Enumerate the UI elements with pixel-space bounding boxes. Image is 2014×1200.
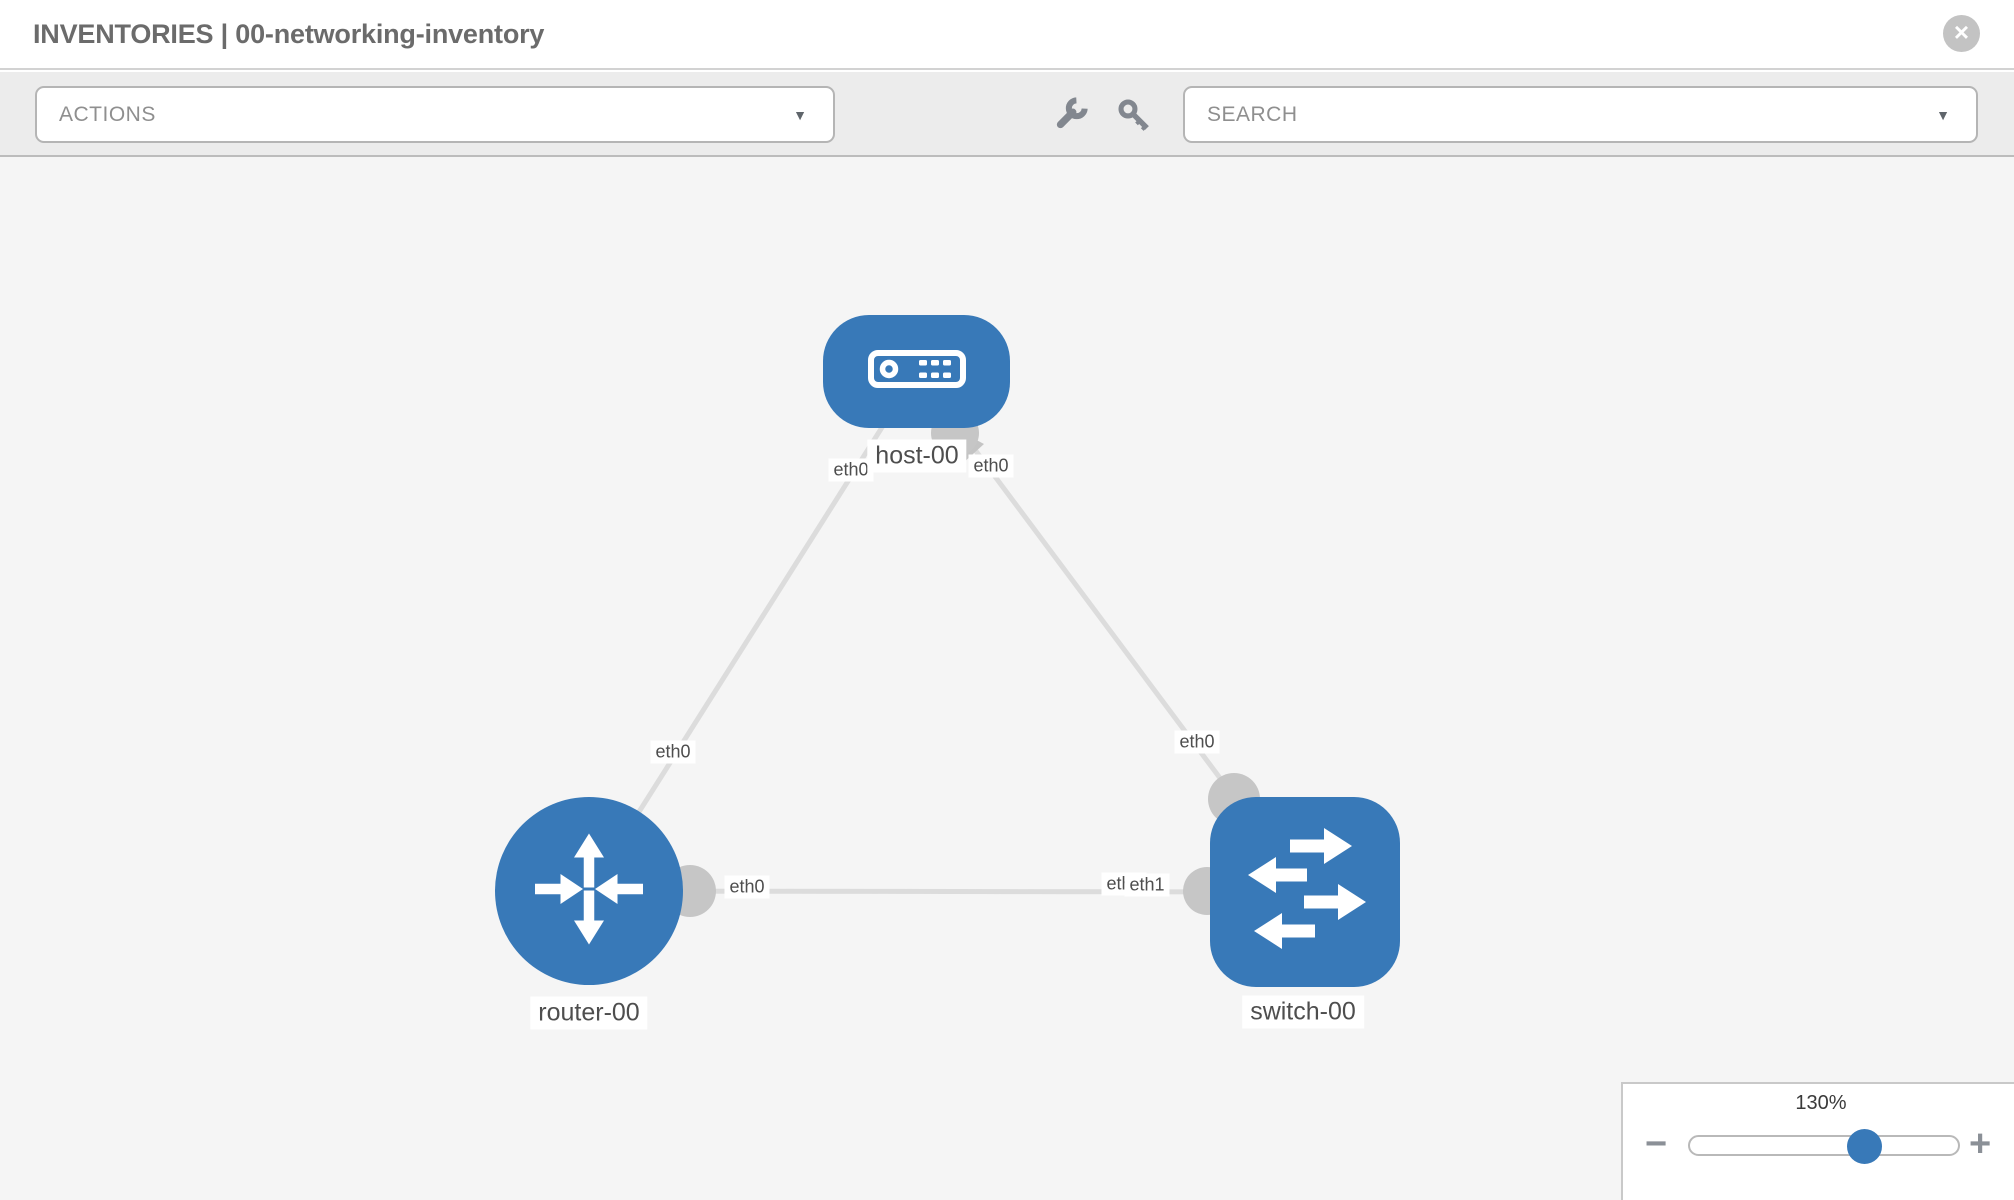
node-label-switch: switch-00 — [1242, 995, 1364, 1029]
switch-arrows-icon — [1210, 795, 1400, 990]
topology-canvas[interactable] — [0, 157, 2014, 1200]
header: INVENTORIES | 00-networking-inventory × — [0, 0, 2014, 70]
zoom-control-panel: 130% − + — [1621, 1082, 2014, 1200]
node-host-00[interactable] — [823, 315, 1010, 428]
zoom-slider-track[interactable] — [1688, 1129, 1960, 1164]
chevron-down-icon: ▼ — [1936, 107, 1950, 123]
search-placeholder: SEARCH — [1207, 103, 1298, 126]
wrench-icon[interactable] — [1050, 96, 1090, 134]
zoom-in-button[interactable]: + — [1969, 1123, 1992, 1165]
zoom-out-button[interactable]: − — [1645, 1123, 1668, 1165]
page-title: INVENTORIES | 00-networking-inventory — [33, 19, 545, 49]
interface-label-switch-eth1: eth1 — [1124, 873, 1170, 897]
chevron-down-icon: ▼ — [793, 107, 807, 123]
node-label-host: host-00 — [867, 439, 967, 473]
actions-dropdown[interactable]: ACTIONS ▼ — [35, 86, 835, 143]
interface-label-switch-eth0-uplink: eth0 — [1174, 730, 1220, 754]
close-button[interactable]: × — [1943, 15, 1980, 52]
node-router-00[interactable] — [495, 797, 683, 985]
search-dropdown[interactable]: SEARCH ▼ — [1183, 86, 1978, 143]
key-icon[interactable] — [1114, 96, 1154, 134]
zoom-slider-thumb[interactable] — [1847, 1129, 1882, 1164]
node-label-router: router-00 — [530, 996, 648, 1030]
node-switch-00[interactable] — [1210, 797, 1400, 987]
zoom-level-value: 130% — [1795, 1092, 1847, 1114]
interface-label-router-eth0-lateral: eth0 — [724, 875, 770, 899]
interface-label-host-eth0-right: eth0 — [968, 454, 1014, 478]
interface-label-host-eth0-left: eth0 — [828, 458, 874, 482]
actions-dropdown-label: ACTIONS — [59, 103, 156, 126]
toolbar: ACTIONS ▼ SEARCH ▼ — [0, 72, 2014, 157]
router-arrows-icon — [514, 814, 664, 969]
interface-label-router-eth0-uplink: eth0 — [650, 740, 696, 764]
server-icon — [867, 349, 967, 394]
